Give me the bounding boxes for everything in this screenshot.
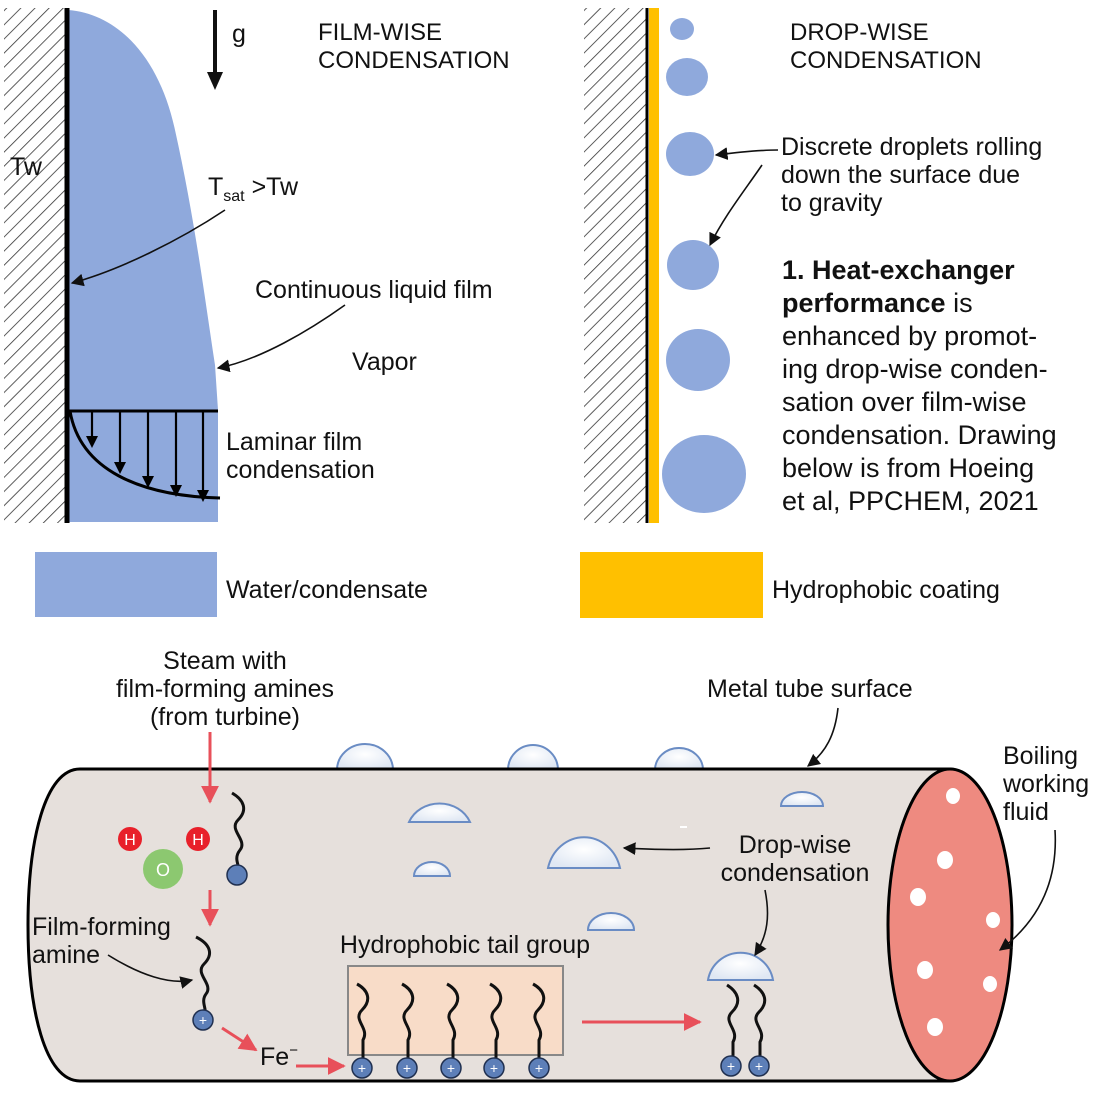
drop-wise-title-1: DROP-WISE <box>790 19 929 46</box>
drop-wise-panel: DROP-WISE CONDENSATION Discrete droplets… <box>584 8 1057 523</box>
droplet <box>666 58 708 96</box>
vapor-label: Vapor <box>352 348 417 376</box>
bubbles <box>910 788 1000 1036</box>
amine-heads-drop: + + <box>720 1055 770 1077</box>
droplets-arrow-2 <box>709 164 763 247</box>
plus-sign: + <box>447 1060 455 1076</box>
para-line-2: performance is <box>782 288 973 318</box>
gravity-label: g <box>232 20 246 48</box>
tube-end <box>886 767 1014 1083</box>
para-line-1: 1. Heat-exchanger <box>782 255 1015 285</box>
water-film <box>68 10 218 522</box>
hydrogen-atom <box>118 827 142 851</box>
h-atom-label: H <box>192 832 204 849</box>
outer-drops <box>335 743 705 771</box>
droplets-label-1: Discrete droplets rolling <box>781 133 1042 161</box>
dropwise-label-2: condensation <box>721 859 870 887</box>
amine-label-2: amine <box>32 941 100 969</box>
droplet <box>667 240 719 290</box>
red-arrows <box>201 732 702 1075</box>
tsat-label: Tsat >Tw <box>208 173 299 205</box>
tail-group-label: Hydrophobic tail group <box>340 931 590 959</box>
plus-sign: + <box>535 1060 543 1076</box>
boiling-label-2: working <box>1002 770 1089 798</box>
film-wise-panel: g FILM-WISE CONDENSATION Tw Tsat >Tw Con… <box>4 8 510 523</box>
wall-temp-label: Tw <box>10 153 43 181</box>
tail-chains <box>356 982 546 1062</box>
water-molecule: H H O <box>118 827 210 889</box>
droplets-label-2: down the surface due <box>781 161 1020 189</box>
para-line-3: enhanced by promot- <box>782 321 1037 351</box>
film-wise-title-2: CONDENSATION <box>318 47 510 74</box>
laminar-label-2: condensation <box>226 456 375 484</box>
droplets-arrow-1 <box>714 147 779 160</box>
film-arrow <box>216 304 346 373</box>
amine-label-1: Film-forming <box>32 913 171 941</box>
tube-drops <box>407 791 825 981</box>
metal-surface-arrow <box>806 707 839 767</box>
droplet <box>666 329 730 391</box>
amine-molecule <box>226 791 248 886</box>
para-line-6: condensation. Drawing <box>782 420 1057 450</box>
dropwise-label-1: Drop-wise <box>739 831 852 859</box>
plus-sign: + <box>358 1060 366 1076</box>
oxygen-atom <box>143 849 183 889</box>
tail-group-box <box>347 965 564 1056</box>
fe-label: Fe− <box>260 1042 298 1071</box>
plus-sign: + <box>727 1058 735 1074</box>
dropwise-arrow-2 <box>754 889 769 957</box>
droplet <box>666 132 714 176</box>
o-atom-label: O <box>156 860 170 880</box>
legend-coating-label: Hydrophobic coating <box>772 576 1000 604</box>
legend-water-label: Water/condensate <box>226 576 428 604</box>
para-line-8: et al, PPCHEM, 2021 <box>782 486 1039 516</box>
plus-sign: + <box>490 1060 498 1076</box>
amine-heads: + + + + + <box>351 1057 550 1079</box>
drop-wise-title-2: CONDENSATION <box>790 47 982 74</box>
steam-label-3: (from turbine) <box>150 703 300 731</box>
metal-surface-label: Metal tube surface <box>707 675 913 703</box>
tsat-arrow <box>70 209 226 287</box>
tail-chains-drop <box>726 983 767 1060</box>
steam-label-2: film-forming amines <box>116 675 334 703</box>
wall-hatch-left <box>4 8 66 523</box>
boiling-label-3: fluid <box>1003 798 1049 826</box>
droplet <box>670 18 694 40</box>
h-atom-label: H <box>124 832 136 849</box>
tube-diagram: Steam with film-forming amines (from tur… <box>26 647 1089 1083</box>
amine-molecule: + <box>192 935 214 1031</box>
dropwise-arrow-1 <box>622 842 711 856</box>
para-line-7: below is from Hoeing <box>782 453 1034 483</box>
droplets-label-3: to gravity <box>781 189 883 217</box>
film-wise-title-1: FILM-WISE <box>318 19 442 46</box>
laminar-label-1: Laminar film <box>226 428 362 456</box>
droplets <box>662 18 746 513</box>
legend-water-swatch <box>35 552 217 617</box>
plus-sign: + <box>755 1058 763 1074</box>
plus-sign: + <box>403 1060 411 1076</box>
para-line-5: sation over film-wise <box>782 387 1027 417</box>
film-label: Continuous liquid film <box>255 276 493 304</box>
plus-sign: + <box>199 1012 207 1028</box>
velocity-profile <box>68 409 221 502</box>
tube-body <box>26 767 952 1083</box>
boiling-label-1: Boiling <box>1003 742 1078 770</box>
legend-coating-swatch <box>580 552 763 618</box>
gravity-arrow-head <box>207 72 223 90</box>
legend: Water/condensate Hydrophobic coating <box>35 552 1000 618</box>
para-line-4: ing drop-wise conden- <box>782 354 1048 384</box>
amine-arrow <box>107 954 194 989</box>
boiling-arrow <box>998 829 1057 951</box>
wall-hatch-right <box>584 8 648 523</box>
droplet <box>662 435 746 513</box>
hydrogen-atom <box>186 827 210 851</box>
steam-label-1: Steam with <box>163 647 287 675</box>
hydrophobic-coating-strip <box>649 8 659 523</box>
